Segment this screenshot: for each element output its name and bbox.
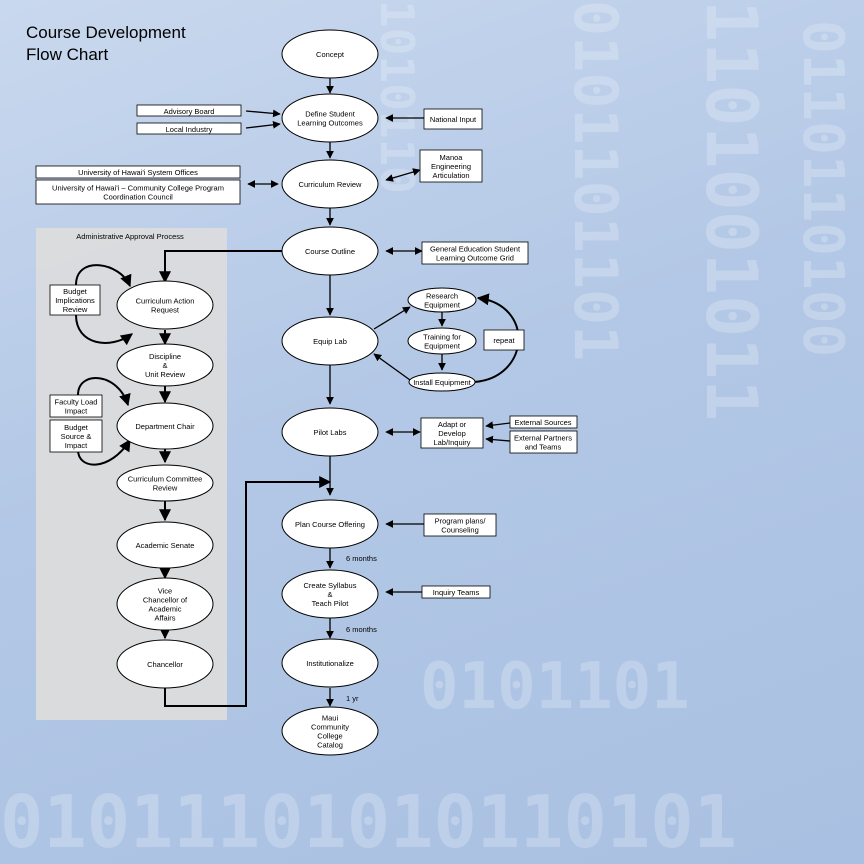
timing-label-3: 1 yr xyxy=(346,694,359,703)
node-label: repeat xyxy=(493,336,515,345)
create-syllabus-label: Create Syllabus&Teach Pilot xyxy=(304,581,357,608)
plan-offering-label: Plan Course Offering xyxy=(295,520,365,529)
create-syllabus-node: Create Syllabus&Teach Pilot xyxy=(281,569,379,619)
node-label: Inquiry Teams xyxy=(433,588,480,597)
department-chair-node: Department Chair xyxy=(116,402,214,450)
curriculum-review-node: Curriculum Review xyxy=(281,159,379,209)
node-label: National Input xyxy=(430,115,477,124)
repeat-node: repeat xyxy=(483,329,525,351)
node-label: Academic Senate xyxy=(136,541,195,550)
binary-background-6: 1010110 xyxy=(370,0,424,194)
node-label: University of Hawai'i System Offices xyxy=(78,168,198,177)
institutionalize-node: Institutionalize xyxy=(281,638,379,688)
course-outline-node: Course Outline xyxy=(281,226,379,276)
node-label: Department Chair xyxy=(135,422,195,431)
equip-lab-label: Equip Lab xyxy=(313,337,347,346)
institutionalize-label: Institutionalize xyxy=(306,659,354,668)
equip-lab-node: Equip Lab xyxy=(281,316,379,366)
admin-approval-label: Administrative Approval Process xyxy=(76,232,184,241)
side-connectors xyxy=(159,109,520,707)
uh-system-box: University of Hawai'i System Offices xyxy=(35,165,241,179)
local-industry-box: Local Industry xyxy=(136,122,242,135)
node-label: Program plans/Counseling xyxy=(435,517,487,535)
node-label: External Sources xyxy=(514,418,571,427)
course-outline-label: Course Outline xyxy=(305,247,355,256)
curriculum-review-label: Curriculum Review xyxy=(299,180,363,189)
timing-label-1: 6 months xyxy=(346,554,377,563)
timing-label-2: 6 months xyxy=(346,625,377,634)
node-label: Chancellor xyxy=(147,660,183,669)
inquiry-teams-box: Inquiry Teams xyxy=(421,585,491,599)
program-plans-box: Program plans/Counseling xyxy=(423,513,497,537)
academic-senate-node: Academic Senate xyxy=(116,521,214,569)
concept-node: Concept xyxy=(281,29,379,79)
page-title: Course Development Flow Chart xyxy=(26,23,186,64)
binary-background-3: 0110110100 xyxy=(790,20,855,358)
node-label: Install Equipment xyxy=(413,378,471,387)
national-input-box: National Input xyxy=(423,108,483,130)
node-label: Local Industry xyxy=(166,125,213,134)
uh-cc-box: University of Hawai'i – Community Colleg… xyxy=(35,179,241,205)
node-label: Advisory Board xyxy=(164,107,215,116)
binary-background-4: 01011101010110101 xyxy=(0,780,737,864)
plan-offering-node: Plan Course Offering xyxy=(281,499,379,549)
pilot-labs-node: Pilot Labs xyxy=(281,407,379,457)
external-sources-box: External Sources xyxy=(509,415,578,429)
pilot-labs-label: Pilot Labs xyxy=(314,428,347,437)
node-label: Discipline&Unit Review xyxy=(145,352,186,379)
install-equipment-node: Install Equipment xyxy=(408,372,476,392)
advisory-board-box: Advisory Board xyxy=(136,104,242,117)
binary-background-2: 1101001011 xyxy=(690,0,772,422)
binary-background-5: 0101101 xyxy=(420,650,690,724)
discipline-review-node: Discipline&Unit Review xyxy=(116,343,214,387)
chancellor-node: Chancellor xyxy=(116,639,214,689)
node-label: University of Hawai'i – Community Colleg… xyxy=(52,184,224,202)
binary-background-1: 0101101101 xyxy=(560,0,630,362)
admin-connectors xyxy=(75,264,171,640)
concept-label: Concept xyxy=(316,50,345,59)
